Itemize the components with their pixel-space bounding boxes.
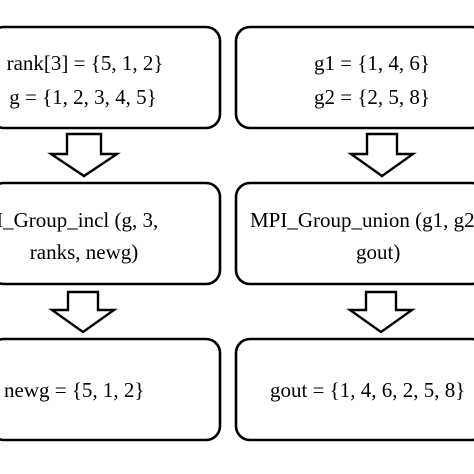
left-box-3-line-1: newg = {5, 1, 2}	[4, 378, 145, 402]
right-box-1-line-1: g1 = {1, 4, 6}	[314, 51, 430, 75]
left-arrow-2	[48, 290, 118, 334]
right-box-3-line-1: gout = {1, 4, 6, 2, 5, 8}	[270, 378, 465, 402]
left-box-2-line-1: MPI_Group_incl (g, 3,	[0, 208, 158, 232]
right-box-3: gout = {1, 4, 6, 2, 5, 8}	[234, 337, 474, 442]
left-box-2: MPI_Group_incl (g, 3, ranks, newg)	[0, 181, 222, 286]
right-box-1-line-2: g2 = {2, 5, 8}	[314, 85, 430, 109]
left-arrow-1	[47, 132, 121, 178]
right-arrow-2	[346, 290, 416, 334]
left-box-3: newg = {5, 1, 2}	[0, 337, 222, 442]
left-box-1: rank[3] = {5, 1, 2} g = {1, 2, 3, 4, 5}	[0, 25, 222, 130]
right-box-2-line-2: gout)	[356, 240, 400, 264]
right-arrow-1	[347, 132, 417, 178]
left-box-2-line-2: ranks, newg)	[30, 240, 138, 264]
left-box-1-line-2: g = {1, 2, 3, 4, 5}	[9, 85, 157, 109]
right-box-2-line-1: MPI_Group_union (g1, g2,	[250, 208, 474, 232]
right-box-1: g1 = {1, 4, 6} g2 = {2, 5, 8}	[234, 25, 474, 130]
right-box-2: MPI_Group_union (g1, g2, gout)	[234, 181, 474, 286]
left-box-1-line-1: rank[3] = {5, 1, 2}	[7, 51, 164, 75]
